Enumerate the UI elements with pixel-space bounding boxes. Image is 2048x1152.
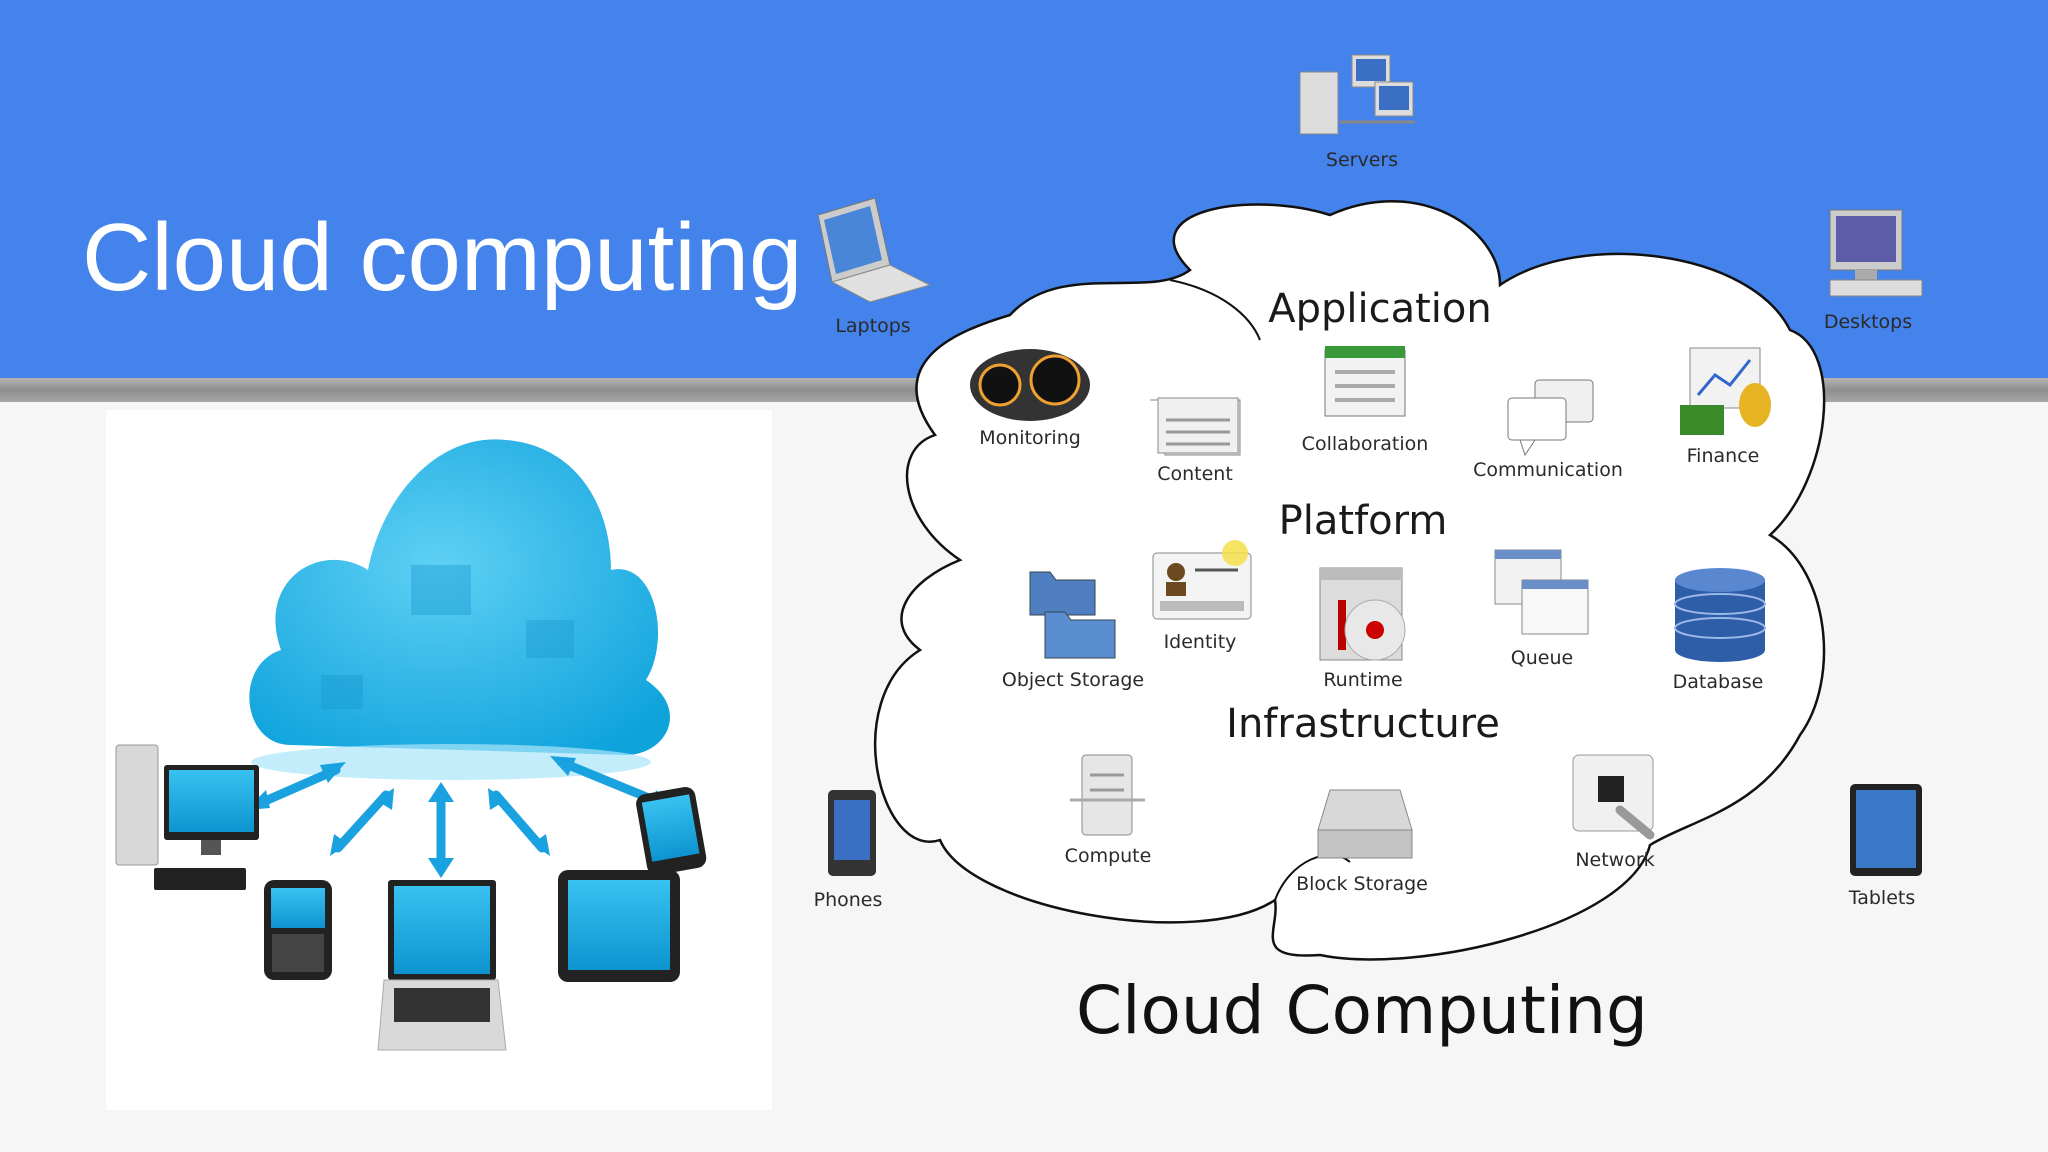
label-block-storage: Block Storage [1296,873,1428,895]
phones-icon [828,790,876,876]
label-communication: Communication [1473,459,1623,481]
section-application: Application [1268,286,1492,332]
diagram-caption: Cloud Computing [1076,972,1648,1049]
slide-title: Cloud computing [82,204,803,311]
label-monitoring: Monitoring [979,427,1081,449]
collaboration-icon [1324,346,1406,417]
label-desktops: Desktops [1824,311,1912,333]
queue-icon [1494,549,1589,635]
runtime-icon [1319,567,1406,661]
laptops-icon [817,197,932,303]
label-object-storage: Object Storage [1002,669,1144,691]
label-phones: Phones [814,889,883,911]
tablet-icon [558,870,680,982]
label-runtime: Runtime [1323,669,1402,691]
section-platform: Platform [1279,498,1448,544]
section-infrastructure: Infrastructure [1226,701,1500,747]
label-finance: Finance [1687,445,1760,467]
monitoring-icon [970,349,1090,421]
desktop-icon [115,744,259,890]
smartphone-icon [264,880,332,980]
label-network: Network [1575,849,1654,871]
database-icon [1674,568,1766,662]
label-tablets: Tablets [1848,887,1915,909]
block-storage-icon [1317,789,1413,859]
cloud-devices-illustration [106,410,772,1110]
label-compute: Compute [1065,845,1152,867]
label-identity: Identity [1164,631,1237,653]
mobile-phone-icon [636,786,707,875]
label-collaboration: Collaboration [1302,433,1429,455]
label-laptops: Laptops [835,315,910,337]
label-content: Content [1157,463,1233,485]
servers-icon [1299,54,1415,135]
tablets-icon [1850,784,1922,876]
content-icon [1150,397,1241,456]
object-storage-icon [1029,571,1116,659]
communication-icon [1507,379,1594,457]
identity-icon [1152,540,1252,620]
desktops-icon [1829,209,1923,297]
big-cloud-icon [249,439,670,780]
network-icon [1572,754,1655,840]
label-queue: Queue [1511,647,1573,669]
label-database: Database [1673,671,1764,693]
finance-icon [1680,347,1771,435]
laptop-icon [377,880,507,1051]
compute-icon [1070,754,1145,836]
label-servers: Servers [1326,149,1398,171]
